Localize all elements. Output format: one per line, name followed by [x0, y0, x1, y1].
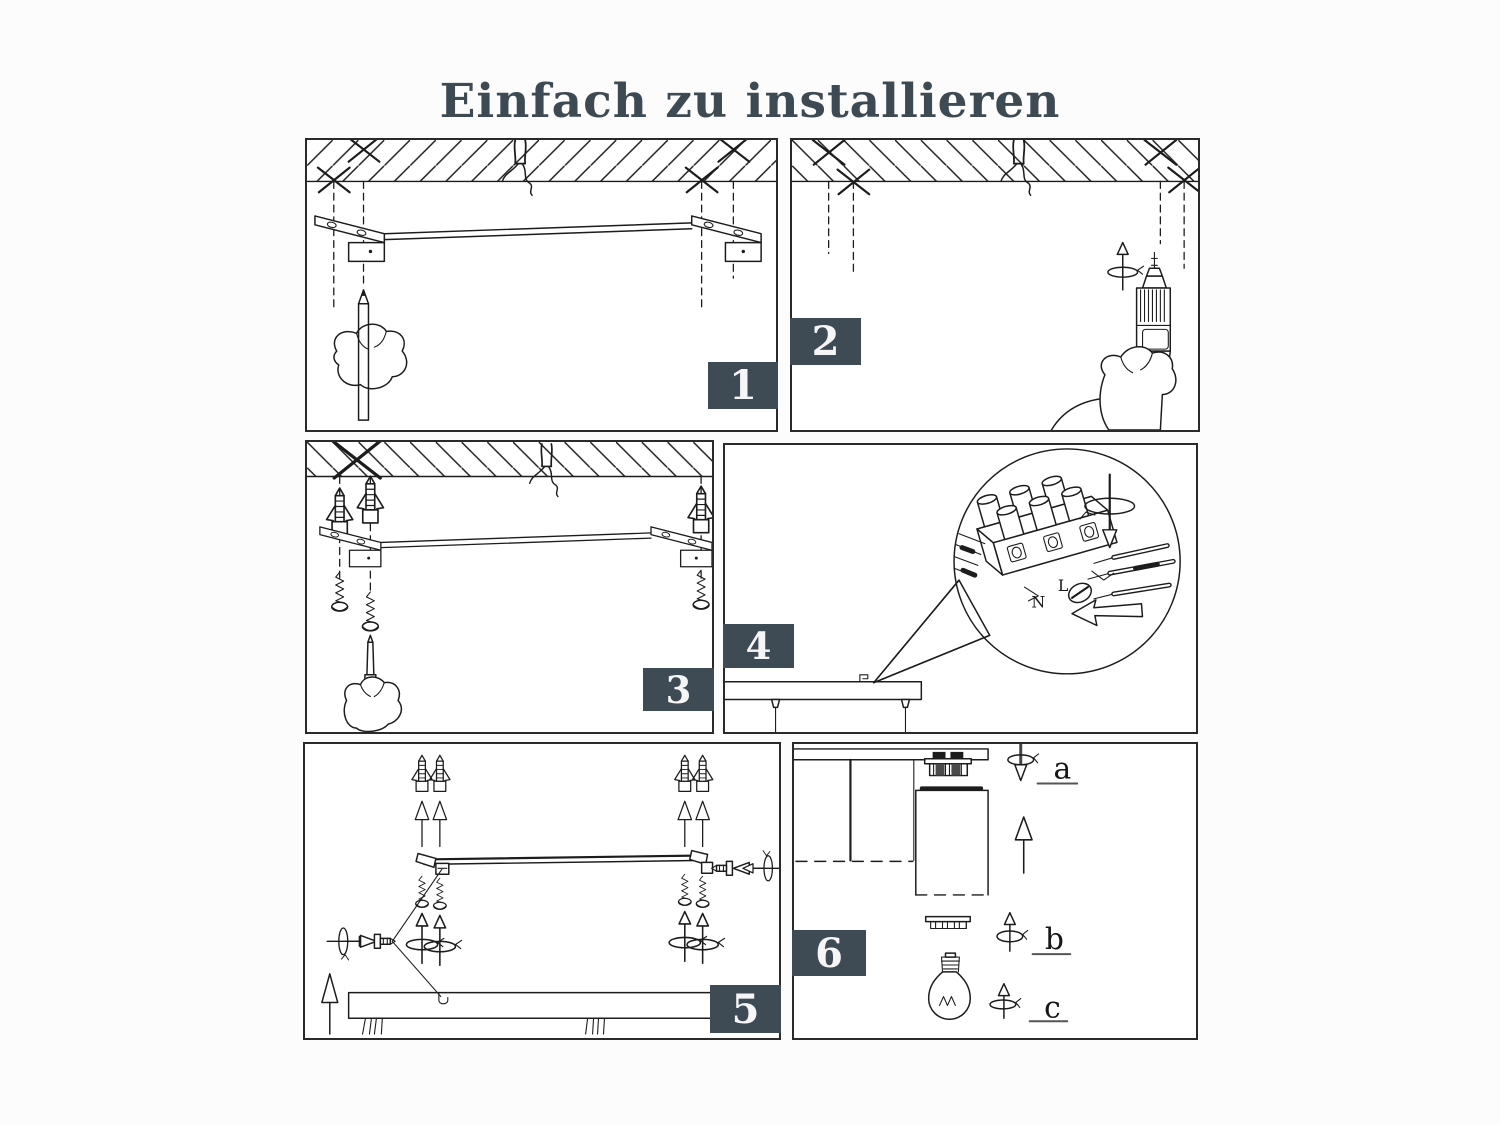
step-panel-1: 1: [305, 138, 778, 432]
step-number-badge: 4: [723, 624, 794, 668]
plumb-dashed-lines: [827, 180, 1185, 274]
part-a-label: a: [1053, 751, 1071, 786]
supply-wires-left: [953, 533, 986, 578]
step-3-illustration: [307, 442, 712, 732]
step-2-illustration: [792, 140, 1198, 430]
step-4-illustration: N L: [725, 448, 1181, 732]
hand-icon: [343, 676, 403, 732]
shade-up-arrow-icon: [1014, 816, 1033, 874]
side-screw-right-group: [710, 850, 779, 882]
wall-anchor-icons: [411, 754, 714, 792]
step-1-illustration: [307, 140, 776, 421]
lift-arrow-icon: [321, 973, 339, 1035]
part-a-group: a: [1007, 744, 1079, 786]
mounting-bracket: [319, 526, 712, 568]
rotation-arrow-icon: [1107, 241, 1145, 291]
bracket-screw-icons: [415, 873, 710, 910]
ceiling-hatch: [307, 140, 776, 183]
step-panel-3: 3: [305, 440, 714, 734]
hand-with-pencil-icon: [333, 289, 408, 421]
wire-labels: N L: [1031, 576, 1068, 612]
fixture-canopy-bar: [725, 674, 923, 732]
ceiling-hatch: [792, 140, 1198, 183]
part-c-group: c: [989, 982, 1069, 1024]
up-arrow-icons: [414, 800, 711, 848]
terminal-block: [976, 475, 1118, 576]
terminal-cylinders: [976, 475, 1090, 541]
part-c-label: c: [1044, 989, 1061, 1024]
mounting-bracket-mounted: [415, 849, 714, 875]
step-number-badge: 1: [708, 362, 778, 409]
step-panel-5: 5: [303, 742, 781, 1040]
rotation-down-arrow-icon: [1079, 473, 1136, 549]
insert-wire-arrow-icon: [1071, 599, 1144, 627]
terminal-screw-icon: [1023, 570, 1115, 604]
side-screw-left-group: [326, 868, 443, 998]
live-label: L: [1058, 576, 1069, 595]
lamp-shade: [915, 786, 989, 896]
step-panel-2: 2: [790, 138, 1200, 432]
socket-mechanism: [923, 751, 972, 777]
step-number-badge: 6: [792, 930, 866, 977]
step-number-badge: 5: [710, 985, 781, 1033]
page-title: Einfach zu installieren: [439, 74, 1061, 129]
screw-icons: [331, 569, 710, 632]
step-number-badge: 3: [643, 668, 714, 712]
plumb-dashed-lines: [339, 475, 702, 593]
fixture-wires-right: [1087, 543, 1176, 600]
step-number-badge: 2: [790, 318, 861, 365]
fixture-bar: [347, 991, 778, 1035]
light-bulb-icon: [927, 952, 971, 1020]
wall-anchor-icons: [325, 475, 712, 536]
mounting-bracket: [314, 215, 762, 263]
ceiling-hatch: [307, 442, 712, 478]
plumb-dashed-lines: [333, 180, 735, 311]
part-b-group: b: [996, 911, 1072, 956]
part-b-label: b: [1045, 921, 1064, 956]
step-panel-6: a b: [792, 742, 1198, 1040]
step-panel-4: N L 4: [723, 443, 1198, 734]
hand-icon: [1099, 346, 1177, 430]
step-5-illustration: [321, 754, 779, 1035]
step-6-illustration: a b: [794, 744, 1079, 1024]
screw-rotation-arrow-icons: [405, 910, 726, 966]
neutral-label: N: [1031, 593, 1045, 612]
retainer-cap-part: [924, 915, 971, 930]
